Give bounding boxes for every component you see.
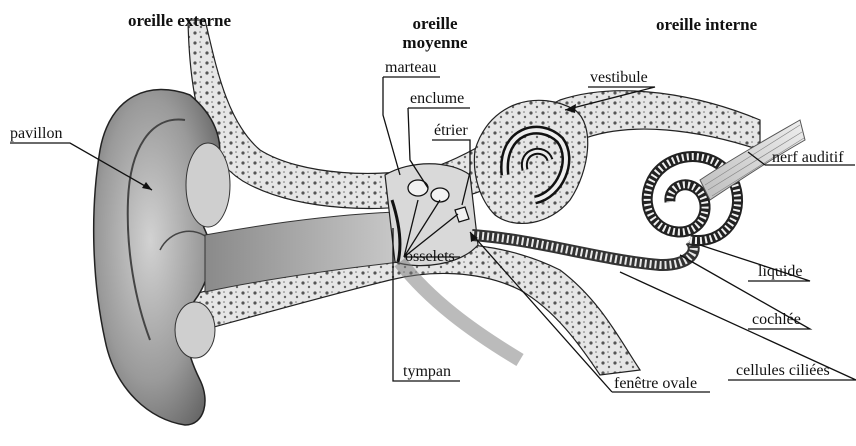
label-tympan: tympan xyxy=(403,363,451,381)
label-enclume: enclume xyxy=(410,90,464,108)
section-middle-ear-line2: moyenne xyxy=(400,33,470,52)
section-external-ear: oreille externe xyxy=(128,11,231,30)
label-pavillon: pavillon xyxy=(10,125,62,143)
upper-bone xyxy=(188,20,760,208)
label-fenetre-ovale: fenêtre ovale xyxy=(614,375,697,393)
label-nerf-auditif: nerf auditif xyxy=(772,149,844,167)
label-etrier: étrier xyxy=(434,122,468,140)
label-liquide: liquide xyxy=(758,263,802,281)
label-osselets: osselets xyxy=(405,248,455,266)
label-cellules-ciliees: cellules ciliées xyxy=(736,362,830,380)
label-vestibule: vestibule xyxy=(590,69,648,87)
label-cochlee: cochlée xyxy=(752,311,801,329)
label-marteau: marteau xyxy=(385,59,437,77)
vestibule-shape xyxy=(474,100,587,223)
section-middle-ear: oreille moyenne xyxy=(400,14,470,52)
section-middle-ear-line1: oreille xyxy=(400,14,470,33)
section-inner-ear: oreille interne xyxy=(656,15,757,34)
pinna xyxy=(94,90,220,425)
